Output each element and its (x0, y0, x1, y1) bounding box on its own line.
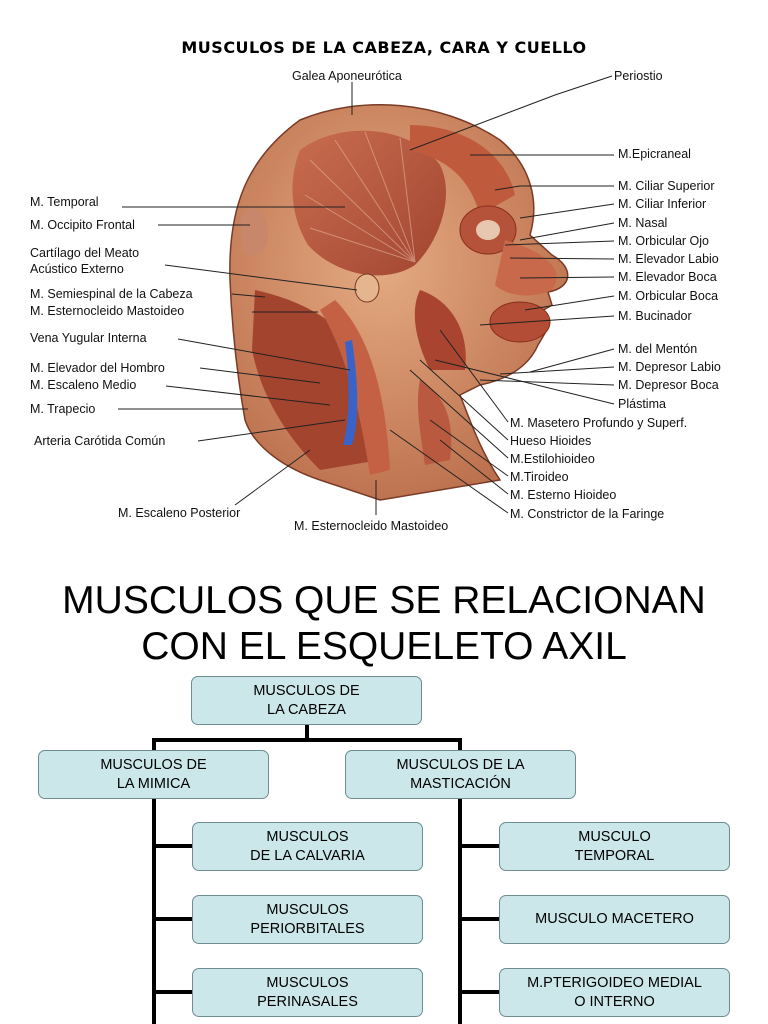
node-musculo-macetero: MUSCULO MACETERO (499, 895, 730, 944)
connector-left-branch-3 (152, 990, 192, 994)
node-musculos-cabeza: MUSCULOS DE LA CABEZA (191, 676, 422, 725)
node-musculos-periorbitales: MUSCULOS PERIORBITALES (192, 895, 423, 944)
connector-root-stem (305, 724, 309, 740)
label-escaleno-posterior: M. Escaleno Posterior (118, 506, 240, 520)
label-depresor-boca: M. Depresor Boca (618, 378, 719, 392)
label-depresor-labio: M. Depresor Labio (618, 360, 721, 374)
label-epicraneal: M.Epicraneal (618, 147, 691, 161)
label-ciliar-superior: M. Ciliar Superior (618, 179, 715, 193)
label-hueso-hioides: Hueso Hioides (510, 434, 591, 448)
label-trapecio: M. Trapecio (30, 402, 95, 416)
connector-left-branch-1 (152, 844, 192, 848)
label-temporal: M. Temporal (30, 195, 99, 209)
connector-right-drop (458, 738, 462, 750)
ear-cartilage (354, 273, 380, 303)
label-cartilago-1: Cartílago del Meato (30, 246, 139, 260)
label-masetero: M. Masetero Profundo y Superf. (510, 416, 687, 430)
label-elevador-labio: M. Elevador Labio (618, 252, 719, 266)
occipital (240, 207, 269, 256)
label-elevador-boca: M. Elevador Boca (618, 270, 717, 284)
label-occipito-frontal: M. Occipito Frontal (30, 218, 135, 232)
label-constrictor-faringe: M. Constrictor de la Faringe (510, 507, 664, 521)
label-ciliar-inferior: M. Ciliar Inferior (618, 197, 706, 211)
node-musculos-calvaria: MUSCULOS DE LA CALVARIA (192, 822, 423, 871)
figure-title: MUSCULOS DE LA CABEZA, CARA Y CUELLO (181, 38, 587, 57)
node-musculos-perinasales: MUSCULOS PERINASALES (192, 968, 423, 1017)
node-pterigoideo-medial: M.PTERIGOIDEO MEDIAL O INTERNO (499, 968, 730, 1017)
connector-right-branch-3 (458, 990, 499, 994)
label-vena-yugular: Vena Yugular Interna (30, 331, 147, 345)
label-menton: M. del Mentón (618, 342, 697, 356)
label-esternocleido: M. Esternocleido Mastoideo (30, 304, 184, 318)
connector-right-branch-1 (458, 844, 499, 848)
connector-horizontal-bar (152, 738, 462, 742)
temporal-muscle (292, 130, 446, 276)
section-title-line1: MUSCULOS QUE SE RELACIONAN (62, 579, 706, 622)
larynx (417, 380, 452, 465)
label-esternocleido-bottom: M. Esternocleido Mastoideo (294, 519, 448, 533)
nose-mouth (495, 240, 557, 296)
node-musculos-masticacion: MUSCULOS DE LA MASTICACIÓN (345, 750, 576, 799)
section-title: MUSCULOS QUE SE RELACIONAN CON EL ESQUEL… (0, 578, 768, 670)
jugular-vein (343, 340, 358, 445)
label-tiroideo: M.Tiroideo (510, 470, 569, 484)
connector-right-branch-2 (458, 917, 499, 921)
connector-left-branch-2 (152, 917, 192, 921)
label-semiespinal: M. Semiespinal de la Cabeza (30, 287, 193, 301)
label-escaleno-medio: M. Escaleno Medio (30, 378, 136, 392)
label-cartilago-2: Acústico Externo (30, 262, 124, 276)
label-elevador-hombro: M. Elevador del Hombro (30, 361, 165, 375)
frontal-muscle (410, 125, 515, 215)
label-arteria-carotida: Arteria Carótida Común (34, 434, 165, 448)
section-title-line2: CON EL ESQUELETO AXIL (141, 625, 627, 668)
head-neck-anatomy-illustration: Galea Aponeurótica Periostio M.Epicranea… (30, 69, 721, 533)
label-bucinador: M. Bucinador (618, 309, 692, 323)
label-estilohioideo: M.Estilohioideo (510, 452, 595, 466)
label-orbicular-ojo: M. Orbicular Ojo (618, 234, 709, 248)
label-periostio: Periostio (614, 69, 663, 83)
label-galea: Galea Aponeurótica (292, 69, 402, 83)
connector-right-trunk (458, 798, 462, 1024)
connector-left-drop (152, 738, 156, 750)
label-nasal: M. Nasal (618, 216, 667, 230)
node-musculo-temporal: MUSCULO TEMPORAL (499, 822, 730, 871)
label-esterno-hioideo: M. Esterno Hioideo (510, 488, 616, 502)
label-plastima: Plástima (618, 397, 666, 411)
node-musculos-mimica: MUSCULOS DE LA MIMICA (38, 750, 269, 799)
label-orbicular-boca: M. Orbicular Boca (618, 289, 718, 303)
connector-left-trunk (152, 798, 156, 1024)
